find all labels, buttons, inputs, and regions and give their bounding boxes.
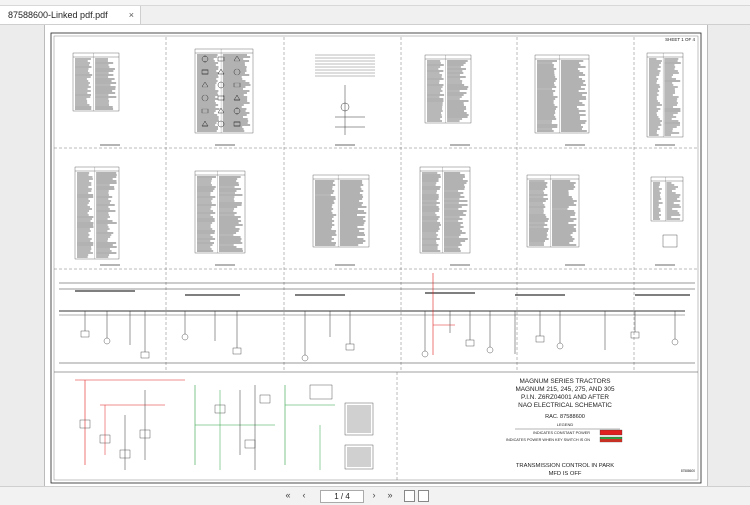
title-line-3: P.I.N. Z6RZ04001 AND AFTER [521, 394, 609, 401]
prev-page-button[interactable]: ‹ [298, 490, 310, 500]
pdf-page: SHEET 1 OF 4 MAGNUM SERIES TRACTORS MAGN… [44, 25, 708, 486]
schematic-sheet: SHEET 1 OF 4 MAGNUM SERIES TRACTORS MAGN… [45, 25, 707, 486]
note-mfd: MFD IS OFF [549, 471, 582, 477]
single-page-view-icon[interactable] [404, 490, 415, 502]
note-transmission: TRANSMISSION CONTROL IN PARK [516, 463, 614, 469]
close-icon[interactable]: × [129, 10, 140, 20]
schematic-content [54, 37, 698, 480]
navigation-bar: « ‹ 1 / 4 › » [0, 486, 750, 505]
sheet-label: SHEET 1 OF 4 [665, 37, 695, 42]
title-line-1: MAGNUM SERIES TRACTORS [519, 378, 610, 385]
next-page-button[interactable]: › [368, 490, 380, 500]
page-number-input[interactable]: 1 / 4 [320, 490, 364, 503]
document-tab-title: 87588600-Linked pdf.pdf [0, 10, 129, 20]
title-block: MAGNUM SERIES TRACTORS MAGNUM 215, 245, … [506, 378, 695, 477]
drawing-number: 87588600 [681, 469, 695, 473]
document-viewer[interactable]: SHEET 1 OF 4 MAGNUM SERIES TRACTORS MAGN… [0, 25, 750, 486]
last-page-button[interactable]: » [384, 490, 396, 500]
legend-item-constant: INDICATES CONSTANT POWER [533, 431, 590, 435]
legend-label: LEGEND [557, 422, 574, 427]
first-page-button[interactable]: « [282, 490, 294, 500]
title-line-2: MAGNUM 215, 245, 275, AND 305 [515, 386, 615, 393]
title-line-4: NAO ELECTRICAL SCHEMATIC [518, 402, 612, 409]
legend-swatch-constant [600, 430, 622, 435]
two-page-view-icon[interactable] [418, 490, 429, 502]
tab-bar: 87588600-Linked pdf.pdf × [0, 6, 750, 25]
legend-item-key-on: INDICATES POWER WHEN KEY SWITCH IS ON [506, 438, 590, 442]
rac-number: RAC. 87588600 [545, 414, 585, 420]
document-tab[interactable]: 87588600-Linked pdf.pdf × [0, 6, 141, 24]
